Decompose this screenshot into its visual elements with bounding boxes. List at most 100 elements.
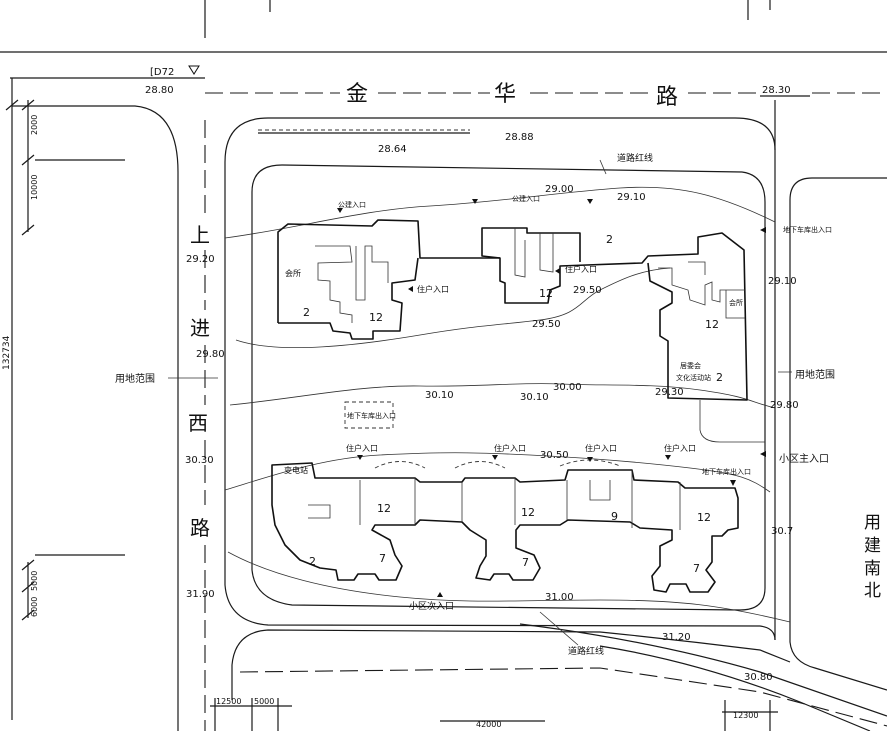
left-dimension-line — [11, 78, 29, 720]
resident-entrance-label: 住户入口 — [585, 443, 617, 453]
contour-line — [224, 452, 771, 493]
left-arrow-icon — [555, 268, 560, 274]
site-boundary-label: 用地范围 — [795, 368, 835, 381]
west-road-name-char: 上 — [190, 223, 210, 247]
garage-entrance-label: 地下车库出入口 — [783, 225, 832, 234]
residents-committee-label: 居委会 — [680, 361, 701, 370]
spot-height: 28.64 — [378, 144, 407, 155]
north-road-name-char: 路 — [656, 85, 678, 110]
spot-height: 29.00 — [545, 184, 574, 195]
spot-height: 31.00 — [545, 592, 574, 603]
contour-line — [235, 267, 671, 349]
spot-height: 29.10 — [768, 276, 797, 287]
spot-height: 28.30 — [762, 85, 791, 96]
dimension-label: 6000 — [30, 597, 39, 617]
dimension-label: 5000 — [30, 571, 39, 591]
west-road-name-char: 西 — [188, 411, 208, 435]
spot-height: 29.50 — [532, 319, 561, 330]
clubhouse-label: 会所 — [285, 268, 301, 278]
spot-height: 30.50 — [540, 450, 569, 461]
left-block-edges — [35, 159, 125, 556]
east-block-edge — [789, 177, 887, 691]
down-arrow-icon — [665, 455, 671, 460]
entrance-arrows — [188, 65, 766, 597]
spot-height: 29.20 — [186, 254, 215, 265]
left-arrow-icon — [408, 286, 413, 292]
building-storey-label: 12 — [377, 502, 391, 515]
left-arrow-icon — [760, 451, 766, 457]
spot-height: 28.80 — [145, 85, 174, 96]
left-arrow-icon — [760, 227, 766, 233]
south-road-north-edge — [231, 629, 791, 700]
building-inner-lines — [308, 470, 681, 530]
north-road-name-char: 华 — [494, 82, 516, 107]
down-arrow-icon — [337, 208, 343, 213]
bottom-dimension-line — [210, 698, 778, 731]
spot-height: 28.88 — [505, 132, 534, 143]
building-outline — [271, 462, 739, 593]
road-red-line-label: 道路红线 — [617, 152, 653, 164]
left-dimension-ticks — [5, 99, 35, 621]
dimension-label: 10000 — [30, 175, 39, 200]
contour-line — [227, 551, 791, 623]
north-road-name-char: 金 — [346, 82, 368, 107]
top-frame-ticks — [204, 0, 771, 38]
site-boundary-label: 用地范围 — [115, 372, 155, 385]
dimension-label: 2000 — [30, 115, 39, 135]
spot-height: 29.80 — [770, 400, 799, 411]
plaza-outline — [699, 400, 765, 443]
spot-height: 31.90 — [186, 589, 215, 600]
building-storey-label: 2 — [303, 306, 310, 319]
legend-fragment: 北 — [864, 581, 881, 601]
down-arrow-icon — [587, 457, 593, 462]
red-line-leader — [539, 611, 579, 646]
resident-entrance-label: 住户入口 — [494, 443, 526, 453]
building-storey-label: 7 — [522, 556, 529, 569]
building-outline — [277, 219, 748, 401]
legend-fragment: 用 — [864, 513, 881, 533]
up-arrow-icon — [437, 592, 443, 597]
spot-height: 29.30 — [655, 387, 684, 398]
spot-height: 30.00 — [553, 382, 582, 393]
dimension-label: 12500 — [216, 697, 241, 706]
garage-entrance-box — [344, 401, 394, 429]
building-outline — [481, 227, 581, 262]
datum-label: [D72 — [150, 67, 174, 78]
dimension-label: 5000 — [254, 697, 274, 706]
building-outline — [278, 257, 419, 340]
dimension-label: 132734 — [2, 335, 12, 370]
spot-height: 30.7 — [771, 526, 793, 537]
site-outer-line — [224, 117, 776, 641]
west-road-name-char: 进 — [190, 316, 210, 340]
building-storey-label: 12 — [697, 511, 711, 524]
datum-triangle-icon — [188, 65, 200, 75]
dimension-lines — [5, 78, 778, 731]
building-storey-label: 12 — [521, 506, 535, 519]
building-storey-label: 12 — [705, 318, 719, 331]
dimension-label: 42000 — [476, 720, 501, 729]
resident-entrance-label: 住户入口 — [565, 264, 597, 274]
substation-label: 变电站 — [284, 465, 308, 475]
contour-line — [229, 383, 776, 409]
resident-entrance-label: 住户入口 — [346, 443, 378, 453]
south-building-group — [271, 462, 739, 593]
cultural-station-label: 文化活动站 — [676, 373, 711, 382]
down-arrow-icon — [472, 199, 478, 204]
spot-height: 30.30 — [185, 455, 214, 466]
spot-height: 29.80 — [196, 349, 225, 360]
public-entrance-label: 公建入口 — [338, 200, 366, 209]
building-storey-label: 12 — [369, 311, 383, 324]
site-red-line — [251, 164, 766, 611]
down-arrow-icon — [492, 455, 498, 460]
garage-entrance-label: 地下车库出入口 — [702, 467, 751, 476]
secondary-entrance-label: 小区次入口 — [409, 600, 454, 612]
building-storey-label: 2 — [606, 233, 613, 246]
site-boundary-leader — [168, 371, 792, 379]
spot-height: 29.50 — [573, 285, 602, 296]
spot-height: 30.10 — [425, 390, 454, 401]
resident-entrance-label: 住户入口 — [664, 443, 696, 453]
down-arrow-icon — [357, 455, 363, 460]
